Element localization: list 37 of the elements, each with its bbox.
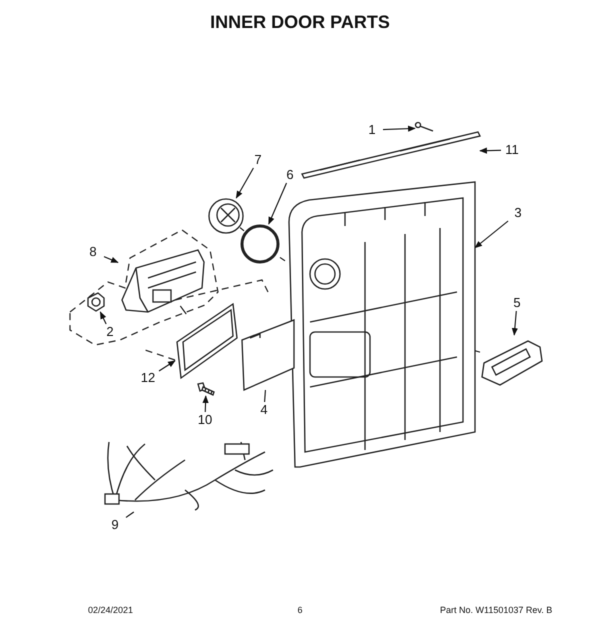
leader-arrow xyxy=(236,168,254,199)
leader-line xyxy=(264,390,266,402)
callout-number: 3 xyxy=(507,205,529,221)
leader-arrow xyxy=(268,182,288,225)
screw-drawing xyxy=(197,382,215,396)
title: INNER DOOR PARTS xyxy=(209,12,391,33)
dashed-assembly-line xyxy=(474,350,480,353)
leader-line xyxy=(240,227,244,232)
panel-drawing xyxy=(240,318,296,390)
callout-number: 8 xyxy=(82,244,104,260)
callout-number: 6 xyxy=(279,167,301,183)
callout-number: 7 xyxy=(247,152,269,168)
leader-line xyxy=(280,256,286,262)
callout-number: 5 xyxy=(506,295,528,311)
leader-arrow xyxy=(202,395,209,412)
leader-arrow xyxy=(382,126,416,132)
leader-arrow xyxy=(158,360,176,372)
callout-number: 11 xyxy=(501,142,523,158)
callout-number: 10 xyxy=(194,412,216,428)
gasket-frame-drawing xyxy=(175,302,237,380)
leader-arrow xyxy=(474,220,508,248)
leader-line xyxy=(126,512,134,518)
vent-cap-drawing xyxy=(208,198,244,234)
callout-number: 12 xyxy=(137,370,159,386)
callout-number: 1 xyxy=(361,122,383,138)
leader-arrow xyxy=(104,256,119,264)
leader-arrow xyxy=(100,311,107,324)
callout-number: 4 xyxy=(253,402,275,418)
callout-number: 9 xyxy=(104,517,126,533)
leader-arrow xyxy=(512,310,518,336)
callout-number: 2 xyxy=(99,324,121,340)
date-text: 02/24/2021 xyxy=(88,605,134,615)
gasket-ring-drawing xyxy=(240,224,280,264)
part-number-text: Part No. W11501037 Rev. B xyxy=(440,605,552,615)
leader-arrow xyxy=(479,148,502,154)
page-number: 6 xyxy=(296,605,304,615)
screw-drawing xyxy=(415,122,435,134)
